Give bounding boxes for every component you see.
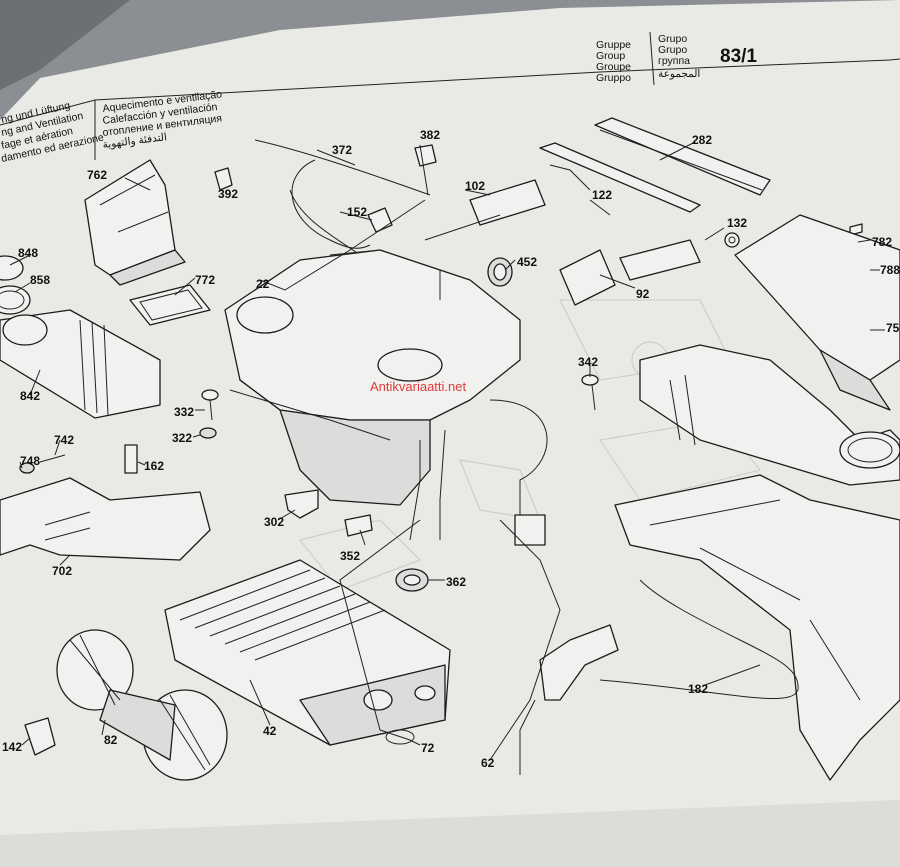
label-772: 772 bbox=[195, 273, 215, 287]
label-302: 302 bbox=[264, 515, 284, 529]
part-842-hose bbox=[0, 309, 161, 419]
part-772-gasket bbox=[129, 284, 211, 326]
label-332: 332 bbox=[174, 405, 194, 419]
part-72-o-ring bbox=[385, 729, 415, 745]
label-848: 848 bbox=[18, 246, 38, 260]
label-152: 152 bbox=[347, 205, 367, 219]
part-362-grommet bbox=[395, 568, 429, 592]
label-342: 342 bbox=[578, 355, 598, 369]
label-82: 82 bbox=[104, 733, 118, 747]
part-92-flap bbox=[559, 239, 701, 306]
label-162: 162 bbox=[144, 459, 164, 473]
label-842: 842 bbox=[20, 389, 40, 403]
part-142-resistor bbox=[24, 717, 56, 756]
part-742-screw bbox=[39, 454, 66, 463]
group-label-1: Gruppe bbox=[596, 39, 631, 51]
group-label-block: Gruppe Group Groupe Gruppo Grupo Grupo г… bbox=[596, 33, 700, 84]
part-82-blower bbox=[56, 629, 228, 781]
label-782: 782 bbox=[872, 235, 892, 249]
label-142: 142 bbox=[2, 740, 22, 754]
part-right-duct bbox=[639, 344, 900, 486]
part-332-screw bbox=[201, 389, 219, 421]
label-72: 72 bbox=[421, 741, 435, 755]
label-282: 282 bbox=[692, 133, 712, 147]
group-label-5: Grupo bbox=[658, 33, 687, 45]
part-382-clip bbox=[414, 144, 437, 167]
part-282-strip bbox=[594, 117, 771, 196]
label-742: 742 bbox=[54, 433, 74, 447]
label-182: 182 bbox=[688, 682, 708, 696]
group-label-4: Gruppo bbox=[596, 72, 631, 84]
part-62-valve bbox=[519, 624, 619, 775]
label-748: 748 bbox=[20, 454, 40, 468]
label-362: 362 bbox=[446, 575, 466, 589]
label-762: 762 bbox=[87, 168, 107, 182]
part-102-flap bbox=[424, 179, 546, 241]
part-75-duct bbox=[734, 214, 900, 411]
label-22: 22 bbox=[256, 277, 270, 291]
part-322-washer bbox=[199, 427, 217, 439]
part-122-seal bbox=[539, 142, 701, 213]
part-132-nut bbox=[724, 232, 740, 248]
watermark: Antikvariaatti.net bbox=[370, 379, 466, 394]
group-label-8: المجموعة bbox=[658, 68, 700, 80]
label-702: 702 bbox=[52, 564, 72, 578]
part-labels: 372 382 282 762 392 102 152 122 132 848 … bbox=[2, 128, 900, 770]
label-75: 75 bbox=[886, 321, 900, 335]
label-372: 372 bbox=[332, 143, 352, 157]
part-748-washer bbox=[19, 462, 35, 474]
group-label-6: Grupo bbox=[658, 44, 687, 56]
part-848-ring bbox=[0, 255, 24, 281]
part-22-housing bbox=[224, 249, 521, 506]
leader-lines bbox=[9, 141, 885, 761]
label-392: 392 bbox=[218, 187, 238, 201]
label-452: 452 bbox=[517, 255, 537, 269]
part-762-duct bbox=[84, 159, 186, 286]
label-382: 382 bbox=[420, 128, 440, 142]
part-858-ring bbox=[0, 285, 31, 315]
part-702-panel bbox=[0, 477, 211, 561]
label-132: 132 bbox=[727, 216, 747, 230]
part-182-cable bbox=[599, 579, 799, 700]
label-102: 102 bbox=[465, 179, 485, 193]
group-label-2: Group bbox=[596, 50, 625, 62]
label-92: 92 bbox=[636, 287, 650, 301]
header-frame bbox=[0, 58, 900, 160]
label-352: 352 bbox=[340, 549, 360, 563]
part-console-right bbox=[614, 474, 900, 781]
group-label-7: группа bbox=[658, 55, 690, 67]
label-62: 62 bbox=[481, 756, 495, 770]
label-322: 322 bbox=[172, 431, 192, 445]
part-352-clip bbox=[344, 514, 373, 537]
label-122: 122 bbox=[592, 188, 612, 202]
part-372-cable bbox=[254, 139, 431, 256]
group-number: 83/1 bbox=[720, 46, 757, 67]
part-162-clip bbox=[124, 444, 138, 474]
label-788: 788 bbox=[880, 263, 900, 277]
part-hoses-assembly bbox=[409, 399, 548, 546]
label-42: 42 bbox=[263, 724, 277, 738]
label-858: 858 bbox=[30, 273, 50, 287]
part-392-clip bbox=[214, 167, 233, 191]
part-452-grommet bbox=[487, 257, 513, 287]
group-label-3: Groupe bbox=[596, 61, 631, 73]
